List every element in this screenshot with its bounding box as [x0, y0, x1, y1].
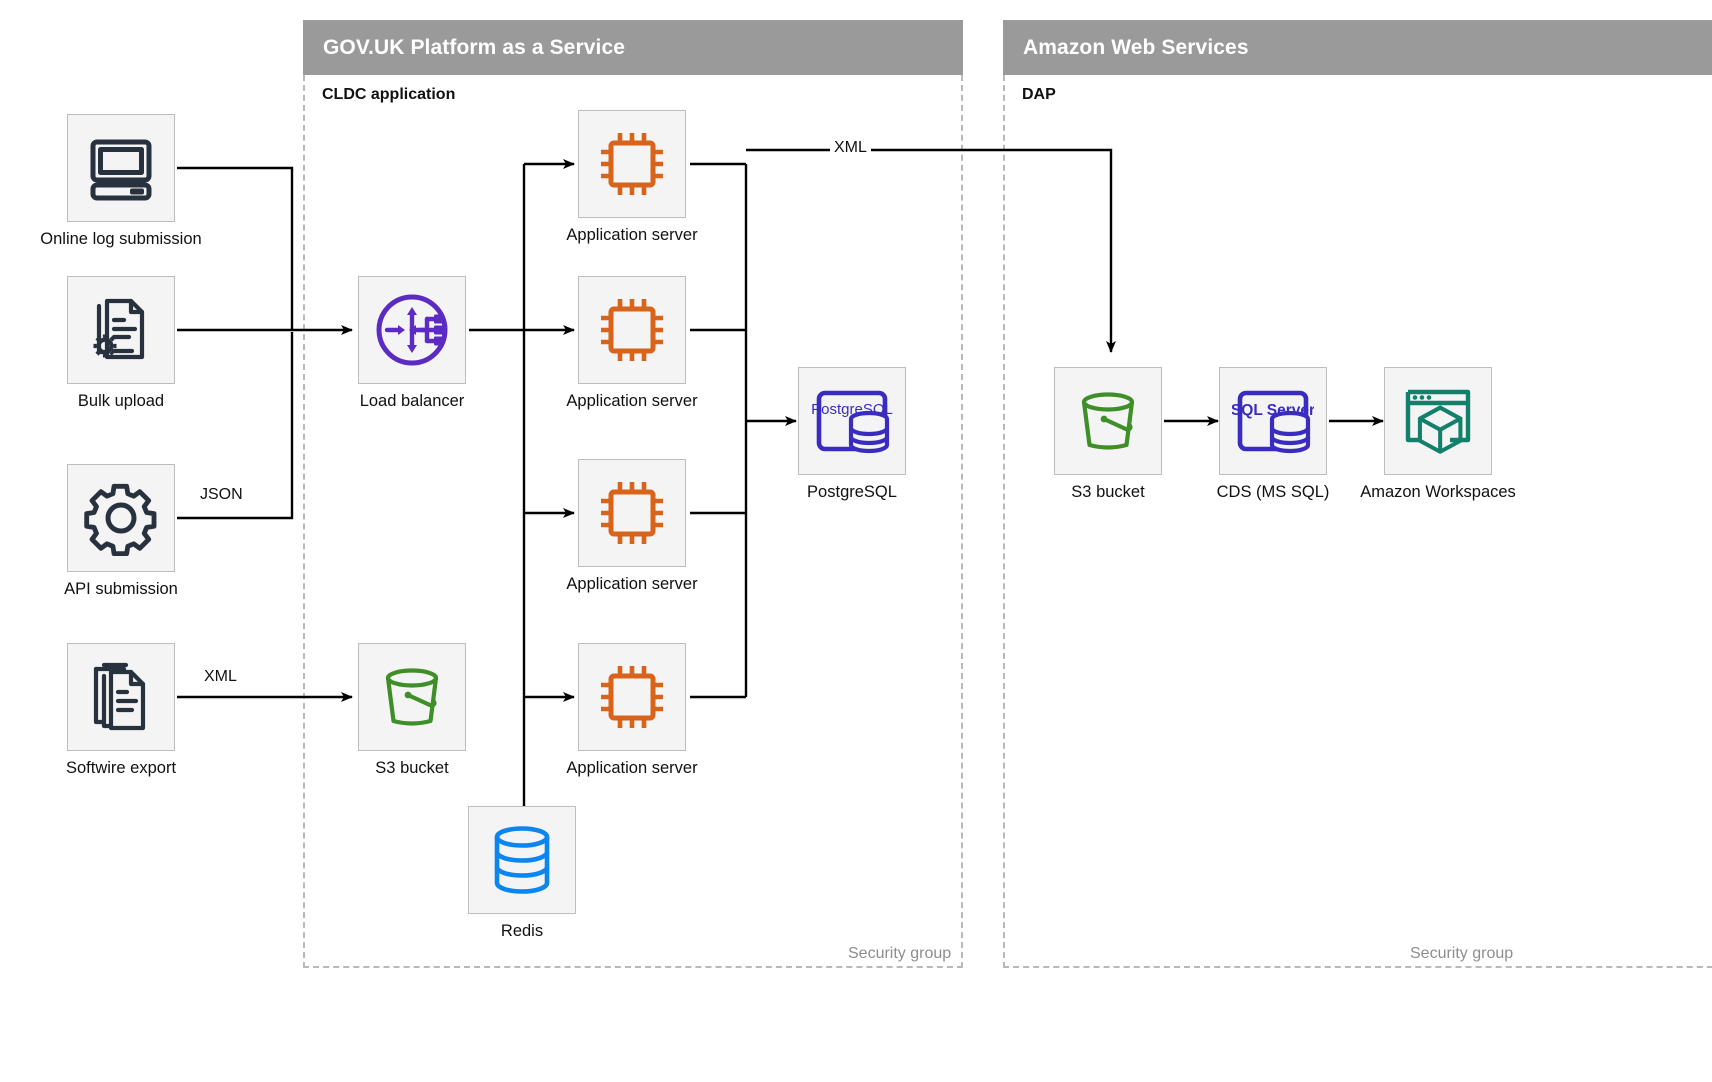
node-label: Load balancer [359, 392, 465, 410]
node-label: CDS (MS SQL) [1216, 483, 1330, 501]
amazon-workspaces-icon [1405, 389, 1471, 454]
sql-server-icon: SQL Server [1232, 390, 1314, 454]
cpu-chip-icon [601, 133, 663, 195]
node-tile [578, 110, 686, 218]
node-load-balancer[interactable]: Load balancer [358, 276, 466, 410]
node-tile [67, 643, 175, 751]
node-label: S3 bucket [1071, 483, 1145, 501]
database-cylinder-icon [494, 826, 550, 894]
node-tile [578, 276, 686, 384]
node-label: S3 bucket [375, 759, 449, 777]
edge-label-json: JSON [196, 486, 247, 504]
node-tile [358, 276, 466, 384]
node-tile: PostgreSQL [798, 367, 906, 475]
node-s3-bucket-paas[interactable]: S3 bucket [358, 643, 466, 777]
security-group-label-aws: Security group [1410, 945, 1514, 962]
node-label: PostgreSQL [807, 483, 897, 501]
node-tile [67, 464, 175, 572]
node-label: Redis [500, 922, 544, 940]
node-label: Amazon Workspaces [1360, 483, 1516, 501]
node-tile [578, 643, 686, 751]
node-tile [468, 806, 576, 914]
zone-subtitle-paas: CLDC application [322, 86, 456, 103]
node-label: Application server [566, 392, 698, 410]
node-tile [1054, 367, 1162, 475]
node-postgresql[interactable]: PostgreSQL PostgreSQL [798, 367, 906, 501]
node-label: API submission [64, 580, 178, 598]
zone-box-aws [1003, 75, 1712, 968]
node-tile: SQL Server [1219, 367, 1327, 475]
s3-bucket-icon [1081, 392, 1135, 450]
node-cds-ms-sql[interactable]: SQL Server CDS (MS SQL) [1217, 367, 1329, 501]
document-gear-icon [93, 298, 145, 360]
node-application-server-3[interactable]: Application server [566, 459, 698, 593]
node-application-server-2[interactable]: Application server [566, 276, 698, 410]
postgresql-icon: PostgreSQL [811, 390, 893, 454]
zone-header-aws: Amazon Web Services [1003, 20, 1712, 75]
node-application-server-1[interactable]: Application server [566, 110, 698, 244]
node-bulk-upload[interactable]: Bulk upload [67, 276, 175, 410]
node-redis[interactable]: Redis [468, 806, 576, 940]
node-tile [67, 114, 175, 222]
node-label: Online log submission [40, 230, 202, 248]
zone-box-paas [303, 75, 963, 968]
node-tile [578, 459, 686, 567]
zone-header-aws-label: Amazon Web Services [1023, 35, 1249, 59]
gear-icon [84, 483, 157, 556]
edge-label-xml-appserver: XML [830, 139, 871, 157]
power-indicator [130, 188, 144, 195]
node-label: Softwire export [65, 759, 177, 777]
cpu-chip-icon [601, 666, 663, 728]
node-s3-bucket-aws[interactable]: S3 bucket [1054, 367, 1162, 501]
node-label: Application server [566, 226, 698, 244]
node-online-log-submission[interactable]: Online log submission [40, 114, 202, 248]
node-api-submission[interactable]: API submission [64, 464, 178, 598]
zone-header-paas-label: GOV.UK Platform as a Service [323, 35, 625, 59]
node-tile [67, 276, 175, 384]
node-softwire-export[interactable]: Softwire export [66, 643, 176, 777]
node-label: Application server [566, 759, 698, 777]
desktop-computer-icon [90, 139, 152, 201]
cpu-chip-icon [601, 482, 663, 544]
zone-subtitle-aws: DAP [1022, 86, 1056, 103]
node-label: Application server [566, 575, 698, 593]
stacked-documents-icon [93, 662, 146, 731]
cpu-chip-icon [601, 299, 663, 361]
node-tile [1384, 367, 1492, 475]
node-tile [358, 643, 466, 751]
security-group-label-paas: Security group [848, 945, 952, 962]
zone-header-paas: GOV.UK Platform as a Service [303, 20, 963, 75]
load-balancer-icon [376, 294, 448, 366]
node-application-server-4[interactable]: Application server [566, 643, 698, 777]
s3-bucket-icon [385, 668, 439, 726]
node-label: Bulk upload [77, 392, 165, 410]
node-amazon-workspaces[interactable]: Amazon Workspaces [1360, 367, 1516, 501]
edge-label-xml-softwire: XML [200, 668, 241, 686]
